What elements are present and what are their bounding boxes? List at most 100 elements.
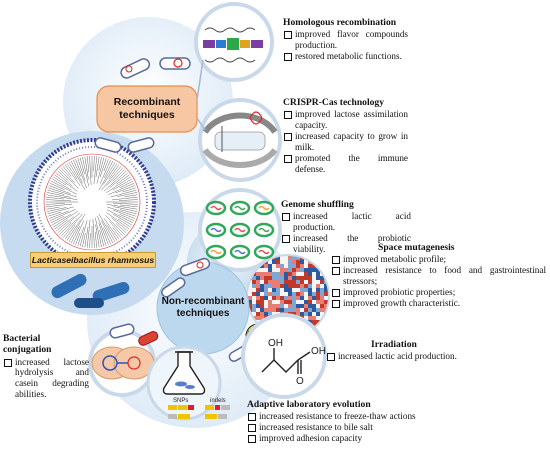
heatmap-cell xyxy=(300,272,304,276)
heatmap-cell xyxy=(296,256,300,260)
tree-branch xyxy=(108,164,120,180)
tree-branch xyxy=(99,229,105,247)
heatmap-cell xyxy=(256,304,260,308)
heatmap-cell xyxy=(308,284,312,288)
heatmap-cell xyxy=(292,300,296,304)
heatmap-cell xyxy=(304,288,308,292)
heatmap-cell xyxy=(272,292,276,296)
heatmap-cell xyxy=(292,264,296,268)
heatmap-cell xyxy=(292,308,296,312)
tree-branch xyxy=(113,206,138,212)
heatmap-cell xyxy=(312,284,316,288)
heatmap-cell xyxy=(292,272,296,276)
tree-branch xyxy=(116,174,130,185)
tree-branch xyxy=(62,213,83,238)
tree-branch xyxy=(92,218,95,248)
heatmap-cell xyxy=(304,268,308,272)
heatmap-cell xyxy=(248,292,252,296)
heatmap-cell xyxy=(288,260,292,264)
tree-branch xyxy=(46,196,65,200)
tree-branch xyxy=(119,209,137,215)
tree-branch xyxy=(111,217,128,232)
non-recombinant-hub-label: Non-recombinant techniques xyxy=(161,296,245,319)
tree-branch xyxy=(79,157,85,175)
heatmap-cell xyxy=(296,264,300,268)
heatmap-cell xyxy=(280,308,284,312)
heatmap-cell xyxy=(308,296,312,300)
heatmap-cell xyxy=(284,276,288,280)
heatmap-cell xyxy=(264,280,268,284)
space-mutagenesis-title: Space mutagenesis xyxy=(378,242,455,253)
heatmap-cell xyxy=(308,300,312,304)
tree-branch xyxy=(104,160,114,179)
tree-branch xyxy=(106,176,131,193)
phylogenetic-tree xyxy=(46,156,138,248)
heatmap-cell xyxy=(252,296,256,300)
heatmap-cell xyxy=(256,316,260,320)
heatmap-cell xyxy=(316,292,320,296)
heatmap-cell xyxy=(296,272,300,276)
heatmap-cell xyxy=(276,268,280,272)
bacterial-conjugation-block: Bacterial conjugation increased lactose … xyxy=(3,333,89,400)
tree-branch xyxy=(96,157,105,184)
tree-branch xyxy=(62,166,72,177)
tree-branch xyxy=(99,159,111,184)
heatmap-cell xyxy=(304,272,308,276)
heatmap-cell xyxy=(292,280,296,284)
heatmap-cell xyxy=(256,296,260,300)
tree-branch xyxy=(110,189,137,198)
tree-branch xyxy=(47,189,65,195)
heatmap-cell xyxy=(256,312,260,316)
heatmap-cell xyxy=(248,304,252,308)
heatmap-cell xyxy=(292,292,296,296)
space-mutagenesis-item: improved metabolic profile; xyxy=(331,254,546,265)
lactic-acid-molecule: OH OH O xyxy=(241,313,327,399)
carbonyl-label: O xyxy=(296,376,304,387)
heatmap-cell xyxy=(292,256,296,260)
heatmap-cell xyxy=(268,304,272,308)
heatmap-cell xyxy=(256,272,260,276)
tree-branch xyxy=(124,194,138,198)
tree-branch xyxy=(46,203,73,208)
heatmap-cell xyxy=(308,292,312,296)
heatmap-cell xyxy=(292,304,296,308)
heatmap-cell xyxy=(324,264,328,268)
heatmap-cell xyxy=(276,260,280,264)
heatmap-cell xyxy=(268,260,272,264)
tree-branch xyxy=(106,204,138,210)
heatmap-cell xyxy=(320,300,324,304)
tree-branch xyxy=(49,183,65,191)
tree-branch xyxy=(117,218,131,228)
heatmap-cell xyxy=(268,308,272,312)
tree-branch xyxy=(50,215,65,224)
adaptive-evolution-item: increased resistance to bile salt xyxy=(247,422,427,433)
tree-branch xyxy=(73,159,81,177)
heatmap-cell xyxy=(260,284,264,288)
heatmap-cell xyxy=(260,308,264,312)
tree-branch xyxy=(53,211,78,228)
heatmap-cell xyxy=(272,272,276,276)
tree-branch xyxy=(109,172,128,188)
heatmap-cell xyxy=(324,300,328,304)
heatmap-cell xyxy=(264,304,268,308)
tree-branch xyxy=(50,180,78,195)
tree-branch xyxy=(64,224,76,240)
heatmap-cell xyxy=(312,308,316,312)
tree-branch xyxy=(68,162,86,191)
heatmap-cell xyxy=(288,304,292,308)
heatmap-cell xyxy=(268,300,272,304)
tree-branch xyxy=(103,159,109,172)
tree-branch xyxy=(77,158,86,182)
tree-branch xyxy=(107,206,136,217)
heatmap-cell xyxy=(268,264,272,268)
heatmap-cell xyxy=(324,332,328,336)
heatmap-cell xyxy=(312,312,316,316)
heatmap-cell xyxy=(260,268,264,272)
heatmap-cell xyxy=(288,256,292,260)
heatmap-cell xyxy=(300,280,304,284)
tree-branch xyxy=(59,222,72,235)
tree-branch xyxy=(61,167,75,183)
heatmap-cell xyxy=(312,276,316,280)
heatmap-cell xyxy=(320,328,324,332)
